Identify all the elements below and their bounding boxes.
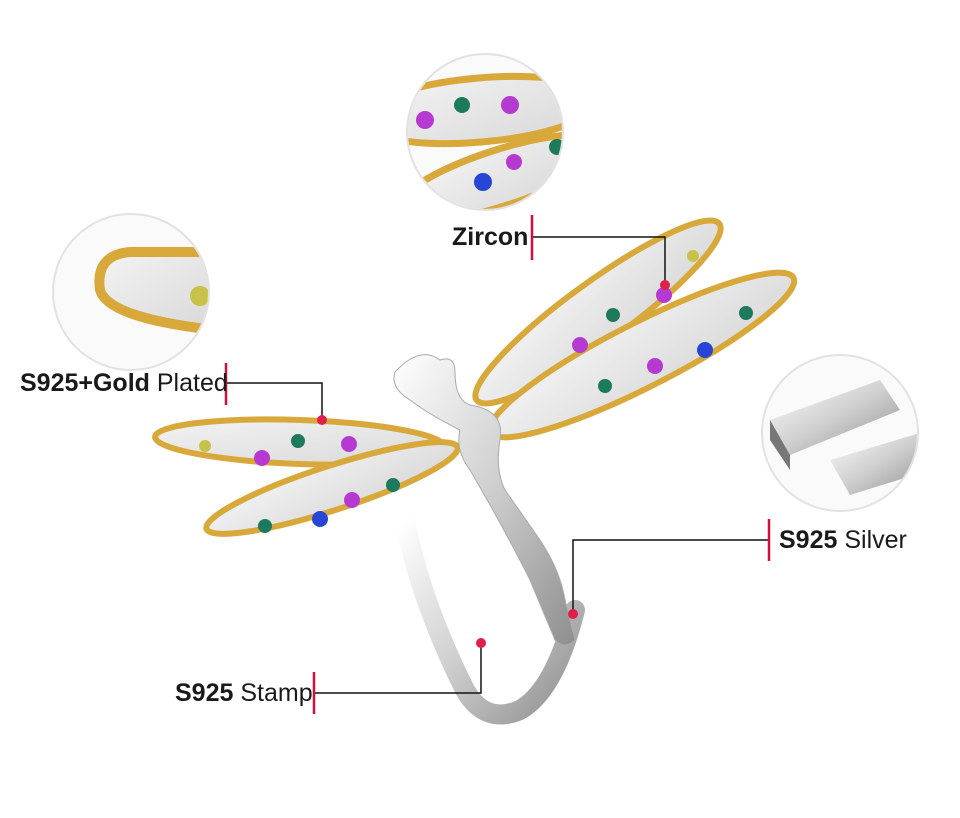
label-gold-bold: S925+Gold bbox=[20, 369, 150, 397]
label-gold-normal: Plated bbox=[156, 369, 228, 397]
gold-plating-detail-circle bbox=[52, 213, 210, 371]
callout-stamp bbox=[315, 643, 482, 694]
silver-bar-detail-circle bbox=[761, 354, 919, 512]
callout-gold bbox=[227, 382, 323, 420]
zircon-gems bbox=[199, 250, 753, 533]
label-zircon: Zircon bbox=[452, 222, 528, 252]
label-silver-normal: Silver bbox=[844, 526, 907, 554]
label-stamp-normal: Stamp bbox=[240, 679, 313, 707]
dragonfly-body bbox=[393, 354, 576, 646]
label-silver-bold: S925 bbox=[779, 526, 838, 554]
callout-zircon bbox=[533, 236, 666, 285]
zircon-detail-circle bbox=[406, 53, 564, 211]
label-silver: S925 Silver bbox=[779, 525, 907, 555]
dragonfly-wings bbox=[152, 217, 798, 537]
callout-silver bbox=[572, 539, 769, 614]
label-zircon-bold: Zircon bbox=[452, 223, 529, 251]
label-gold-plated: S925+Gold Plated bbox=[20, 368, 228, 398]
label-stamp: S925 Stamp bbox=[175, 678, 313, 708]
label-stamp-bold: S925 bbox=[175, 679, 234, 707]
